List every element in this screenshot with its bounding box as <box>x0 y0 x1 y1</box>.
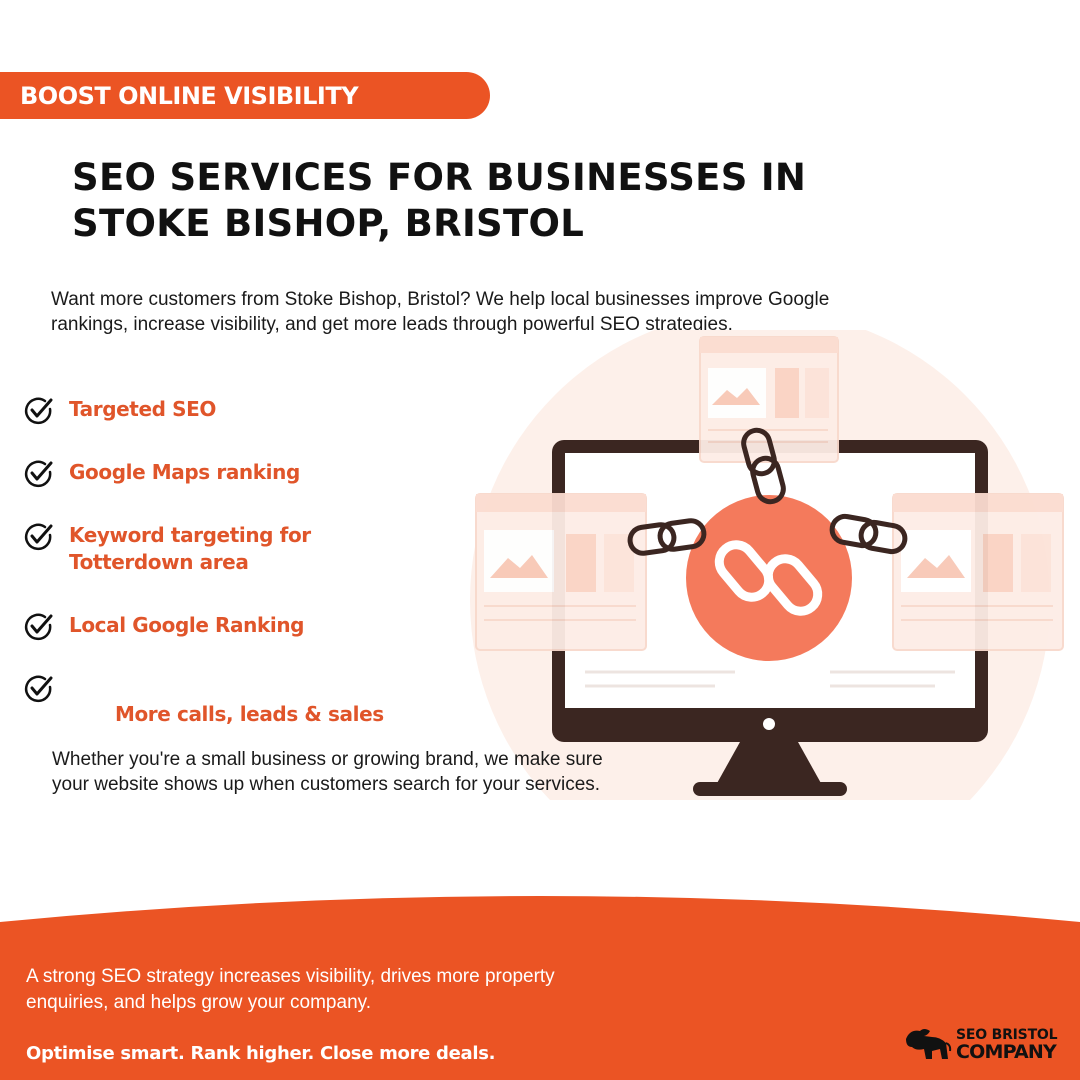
web-card-right <box>892 493 1064 651</box>
ribbon-label: BOOST ONLINE VISIBILITY <box>20 81 359 110</box>
monitor-base <box>693 782 847 796</box>
title-line-1: SEO SERVICES FOR BUSINESSES IN <box>72 156 807 199</box>
feature-label-line-1: Targeted SEO <box>69 397 216 421</box>
check-circle-icon <box>24 675 53 703</box>
logo-line-1: SEO BRISTOL <box>956 1027 1058 1043</box>
feature-item: Local Google Ranking <box>24 612 305 642</box>
screen-lines <box>585 670 955 688</box>
logo-line-2: COMPANY <box>956 1041 1057 1063</box>
chain-link-small-right <box>829 513 908 555</box>
check-circle-icon <box>24 460 53 488</box>
footer-tagline: Optimise smart. Rank higher. Close more … <box>26 1043 496 1064</box>
feature-item: Keyword targeting for Totterdown area <box>24 522 311 576</box>
lion-logo-icon <box>906 1029 952 1059</box>
footer-line-1: A strong SEO strategy increases visibili… <box>26 966 555 987</box>
intro-line-1: Want more customers from Stoke Bishop, B… <box>51 289 830 310</box>
feature-label: Local Google Ranking <box>69 612 305 639</box>
company-logo: SEO BRISTOL COMPANY <box>902 1023 1072 1067</box>
intro-paragraph: Want more customers from Stoke Bishop, B… <box>51 287 931 337</box>
outro-line-2: your website shows up when customers sea… <box>52 774 601 795</box>
check-circle-icon <box>24 397 53 425</box>
monitor-neck <box>716 742 822 785</box>
feature-item: Targeted SEO <box>24 396 216 426</box>
boost-ribbon: BOOST ONLINE VISIBILITY <box>0 72 490 119</box>
web-card-top <box>699 336 839 463</box>
feature-label-line-1: Google Maps ranking <box>69 460 300 484</box>
chain-link-small-top <box>741 427 786 505</box>
chain-link-small-left <box>627 518 707 556</box>
monitor-power-dot <box>763 718 775 730</box>
title-line-2: STOKE BISHOP, BRISTOL <box>72 202 585 245</box>
footer-band <box>0 896 1080 1080</box>
outro-line-1: Whether you're a small business or growi… <box>52 749 603 770</box>
feature-label-line-2: Totterdown area <box>69 550 249 574</box>
web-card-left <box>475 493 647 651</box>
monitor-illustration <box>470 330 1064 800</box>
feature-label: More calls, leads & sales <box>69 674 384 755</box>
feature-label: Keyword targeting for Totterdown area <box>69 522 311 576</box>
feature-label: Google Maps ranking <box>69 459 300 486</box>
feature-item: Google Maps ranking <box>24 459 300 489</box>
check-circle-icon <box>24 523 53 551</box>
page-title: SEO SERVICES FOR BUSINESSES IN STOKE BIS… <box>72 155 892 247</box>
footer-line-2: enquiries, and helps grow your company. <box>26 992 372 1013</box>
feature-label-line-1: Local Google Ranking <box>69 613 305 637</box>
outro-paragraph: Whether you're a small business or growi… <box>52 747 692 797</box>
check-circle-icon <box>24 613 53 641</box>
feature-item: More calls, leads & sales <box>24 674 384 755</box>
chain-link-icon <box>714 540 823 616</box>
feature-label-line-1: Keyword targeting for <box>69 523 311 547</box>
intro-line-2: rankings, increase visibility, and get m… <box>51 314 733 335</box>
feature-label: Targeted SEO <box>69 396 216 423</box>
feature-label-line-1: More calls, leads & sales <box>108 702 384 726</box>
footer-paragraph: A strong SEO strategy increases visibili… <box>26 964 706 1016</box>
